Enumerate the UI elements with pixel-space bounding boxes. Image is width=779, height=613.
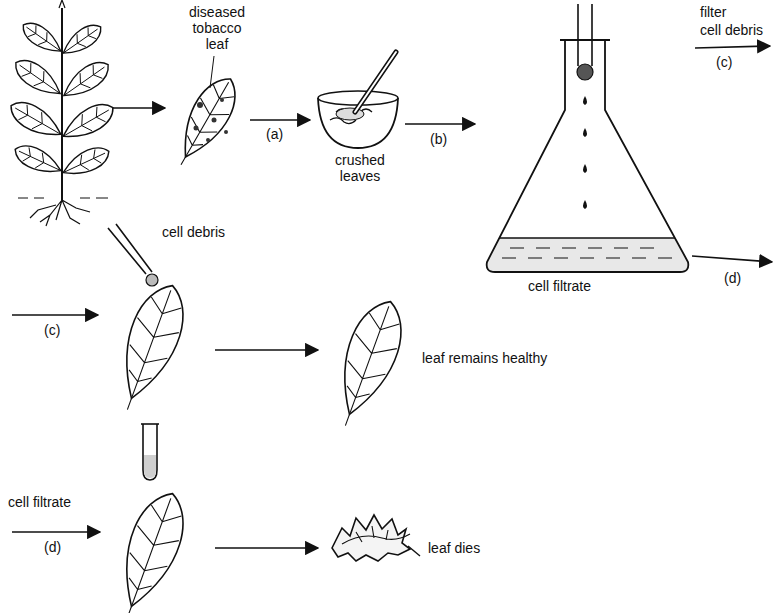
figure-label: filter: [700, 4, 726, 20]
diseased-leaf: [165, 56, 246, 174]
figure-label: leaf remains healthy: [422, 350, 547, 366]
figure-label: cell debris: [162, 224, 225, 240]
arrow: [695, 46, 770, 48]
arrow: [112, 107, 165, 109]
arrow: [12, 314, 98, 316]
figure-label: cell debris: [700, 22, 763, 38]
filtrate-applied-leaf: [105, 424, 195, 613]
arrow: [215, 547, 318, 549]
arrow: [250, 119, 310, 121]
figure-label: (d): [44, 539, 61, 555]
figure-label: cell filtrate: [528, 278, 591, 294]
figure-label: (c): [716, 54, 732, 70]
figure-label: leaf dies: [428, 540, 480, 556]
mortar-and-pestle: [318, 52, 398, 148]
arrow: [405, 123, 475, 125]
dead-leaf: [332, 515, 420, 561]
arrow: [215, 349, 318, 351]
figure-label: (c): [44, 322, 60, 338]
debris-applied-leaf: [105, 224, 195, 418]
figure-label: (b): [430, 131, 447, 147]
filter-flask: [487, 4, 689, 272]
healthy-leaf: [323, 293, 413, 434]
figure-label: (a): [266, 126, 283, 142]
figure-label: cell filtrate: [8, 494, 71, 510]
arrow: [12, 531, 100, 533]
tobacco-plant: [5, 0, 118, 226]
figure-label: (d): [724, 270, 741, 286]
arrow: [692, 256, 772, 262]
figure-label: crushed leaves: [318, 152, 402, 184]
figure-label: diseased tobacco leaf: [180, 4, 254, 52]
